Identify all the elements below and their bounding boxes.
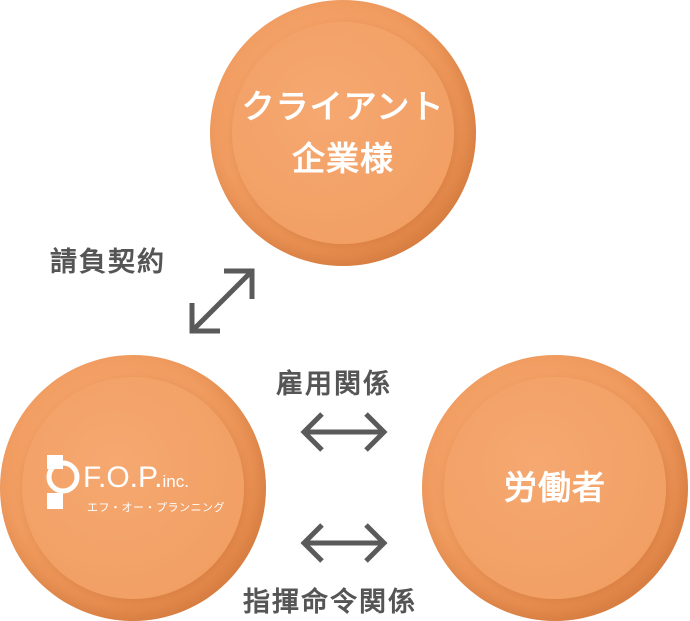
fop-logo-mark-icon: [46, 455, 80, 509]
worker-label: 労働者: [504, 468, 606, 507]
fop-logo: F.O.P.inc. エフ・オー・プランニング: [43, 453, 225, 523]
employment-double-arrow-icon: [300, 412, 388, 452]
contract-label: 請負契約: [50, 247, 166, 278]
employment-label: 雇用関係: [276, 369, 392, 400]
command-double-arrow-icon: [300, 523, 388, 563]
fop-logo-inc: inc.: [162, 472, 189, 491]
fop-logo-text: F.O.P.inc.: [83, 461, 189, 495]
diagonal-double-arrow-icon: [189, 268, 255, 334]
client-label-line2: 企業様: [292, 139, 394, 178]
worker-node: 労働者: [422, 355, 688, 621]
command-label: 指揮命令関係: [243, 587, 417, 618]
client-label: クライアント 企業様: [242, 81, 445, 185]
client-node: クライアント 企業様: [210, 0, 476, 266]
fop-logo-main: F.O.P.: [83, 461, 163, 494]
fop-logo-sub: エフ・オー・プランニング: [87, 501, 225, 514]
fop-node: F.O.P.inc. エフ・オー・プランニング: [0, 355, 266, 621]
client-label-line1: クライアント: [241, 87, 445, 126]
